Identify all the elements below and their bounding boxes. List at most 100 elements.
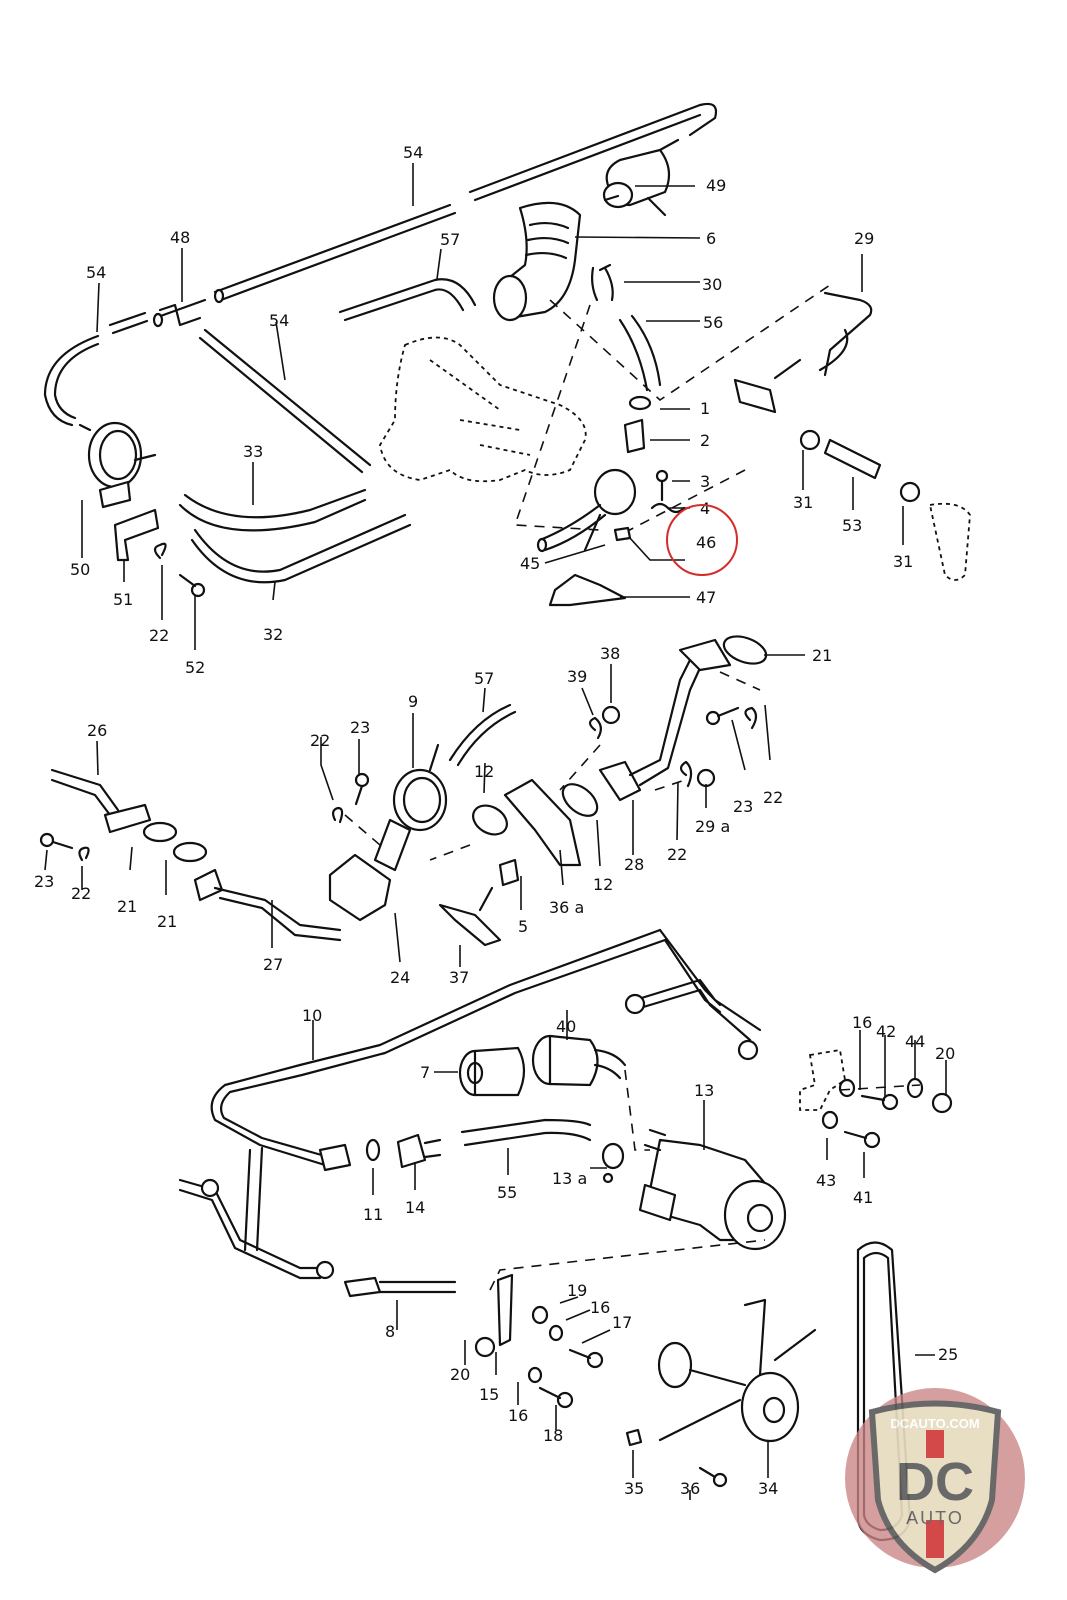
watermark-stripe-bottom <box>926 1520 944 1558</box>
callout-36: 36 <box>680 1479 700 1498</box>
connector-dash-lines-middle <box>344 671 761 861</box>
callout-50: 50 <box>70 560 90 579</box>
callout-6: 6 <box>706 229 716 248</box>
callout-53: 53 <box>842 516 862 535</box>
highlight-circle-part-46 <box>666 504 738 576</box>
washer-19 <box>531 1305 549 1325</box>
washer-16-right <box>838 1078 856 1098</box>
callout-22: 22 <box>310 731 330 750</box>
bracket-47 <box>548 573 627 607</box>
bracket-15 <box>496 1273 514 1347</box>
pipe-28 <box>598 638 732 802</box>
pipe-29 <box>733 291 873 414</box>
callout-12: 12 <box>474 762 494 781</box>
nut-20-right <box>931 1092 953 1114</box>
bolt-42 <box>860 1093 899 1111</box>
vacuum-hose-54-diagonal <box>198 328 372 474</box>
clamp-13a <box>601 1142 625 1184</box>
callout-10: 10 <box>302 1006 322 1025</box>
callout-27: 27 <box>263 955 283 974</box>
connector-dash-lines-lower <box>489 1069 921 1291</box>
callout-52: 52 <box>185 658 205 677</box>
callout-16: 16 <box>508 1406 528 1425</box>
hose-33 <box>178 488 367 532</box>
callout-47: 47 <box>696 588 716 607</box>
callout-28: 28 <box>624 855 644 874</box>
callout-16: 16 <box>590 1298 610 1317</box>
callout-16: 16 <box>852 1013 872 1032</box>
bolt-36 <box>698 1466 728 1488</box>
watermark-bottom-text: AUTO <box>906 1508 964 1528</box>
callout-30: 30 <box>702 275 722 294</box>
callout-43: 43 <box>816 1171 836 1190</box>
callout-37: 37 <box>449 968 469 987</box>
bolt-17 <box>568 1348 604 1369</box>
vacuum-hose-54-left <box>43 334 100 427</box>
clip-22-right-lower <box>679 760 693 788</box>
callout-26: 26 <box>87 721 107 740</box>
clip-22-right-upper <box>744 706 758 730</box>
callout-57: 57 <box>474 669 494 688</box>
washer-16-lower-b <box>527 1366 543 1384</box>
flange-24 <box>328 853 392 922</box>
connector-dash-lines-top <box>513 284 831 536</box>
callout-11: 11 <box>363 1205 383 1224</box>
callout-41: 41 <box>853 1188 873 1207</box>
callout-39: 39 <box>567 667 587 686</box>
callout-54: 54 <box>86 263 106 282</box>
callout-15: 15 <box>479 1385 499 1404</box>
leader-lines <box>44 163 947 1500</box>
callout-12: 12 <box>593 875 613 894</box>
callout-48: 48 <box>170 228 190 247</box>
callout-labels: 54 49 48 54 57 6 30 29 56 54 1 2 3 4 46 … <box>34 143 958 1498</box>
clip-22-middle <box>331 806 344 824</box>
callout-13a: 13 a <box>552 1169 587 1188</box>
watermark-top-text: DCAUTO.COM <box>890 1416 979 1431</box>
callout-36a: 36 a <box>549 898 584 917</box>
bolt-18 <box>538 1386 574 1409</box>
callout-4: 4 <box>700 499 710 518</box>
callout-25: 25 <box>938 1345 958 1364</box>
washer-44 <box>906 1077 924 1099</box>
hose-2 <box>623 418 646 454</box>
callout-22: 22 <box>71 884 91 903</box>
hose-56 <box>618 314 662 392</box>
bolt-52 <box>178 573 206 598</box>
valve-14 <box>396 1133 442 1169</box>
callout-24: 24 <box>390 968 410 987</box>
callout-55: 55 <box>497 1183 517 1202</box>
callout-2: 2 <box>700 431 710 450</box>
callout-21: 21 <box>812 646 832 665</box>
callout-18: 18 <box>543 1426 563 1445</box>
callout-21: 21 <box>117 897 137 916</box>
pipe-26 <box>50 768 152 834</box>
egr-valve-pipe-45 <box>536 468 637 553</box>
bracket-46 <box>613 526 632 542</box>
gasket-12-left <box>472 804 508 836</box>
callout-5: 5 <box>518 917 528 936</box>
nut-38 <box>601 705 621 725</box>
bracket-51 <box>113 508 160 562</box>
bolt-8 <box>343 1276 457 1298</box>
air-duct-6 <box>492 201 582 322</box>
vacuum-unit-50 <box>78 421 157 509</box>
filter-40 <box>531 1034 627 1087</box>
washer-43 <box>821 1110 839 1130</box>
bracket-ghost-right <box>799 1048 846 1111</box>
washer-16-lower-a <box>548 1324 564 1342</box>
gasket-21-right <box>722 635 768 665</box>
clip-22-top <box>153 542 167 560</box>
bolt-23-left <box>39 832 74 850</box>
pipe-27 <box>193 868 342 942</box>
dcauto-watermark-logo: DCAUTO.COM DC AUTO <box>845 1388 1025 1574</box>
callout-49: 49 <box>706 176 726 195</box>
bolt-23-right <box>705 706 740 726</box>
sleeve-5 <box>498 858 520 887</box>
nut-29a <box>696 768 716 788</box>
callout-23: 23 <box>350 718 370 737</box>
hose-57-upper <box>338 278 477 322</box>
watermark-stripe-top <box>926 1430 944 1458</box>
callout-31: 31 <box>893 552 913 571</box>
y-connector-30 <box>591 263 614 302</box>
o-ring-11 <box>365 1138 381 1162</box>
